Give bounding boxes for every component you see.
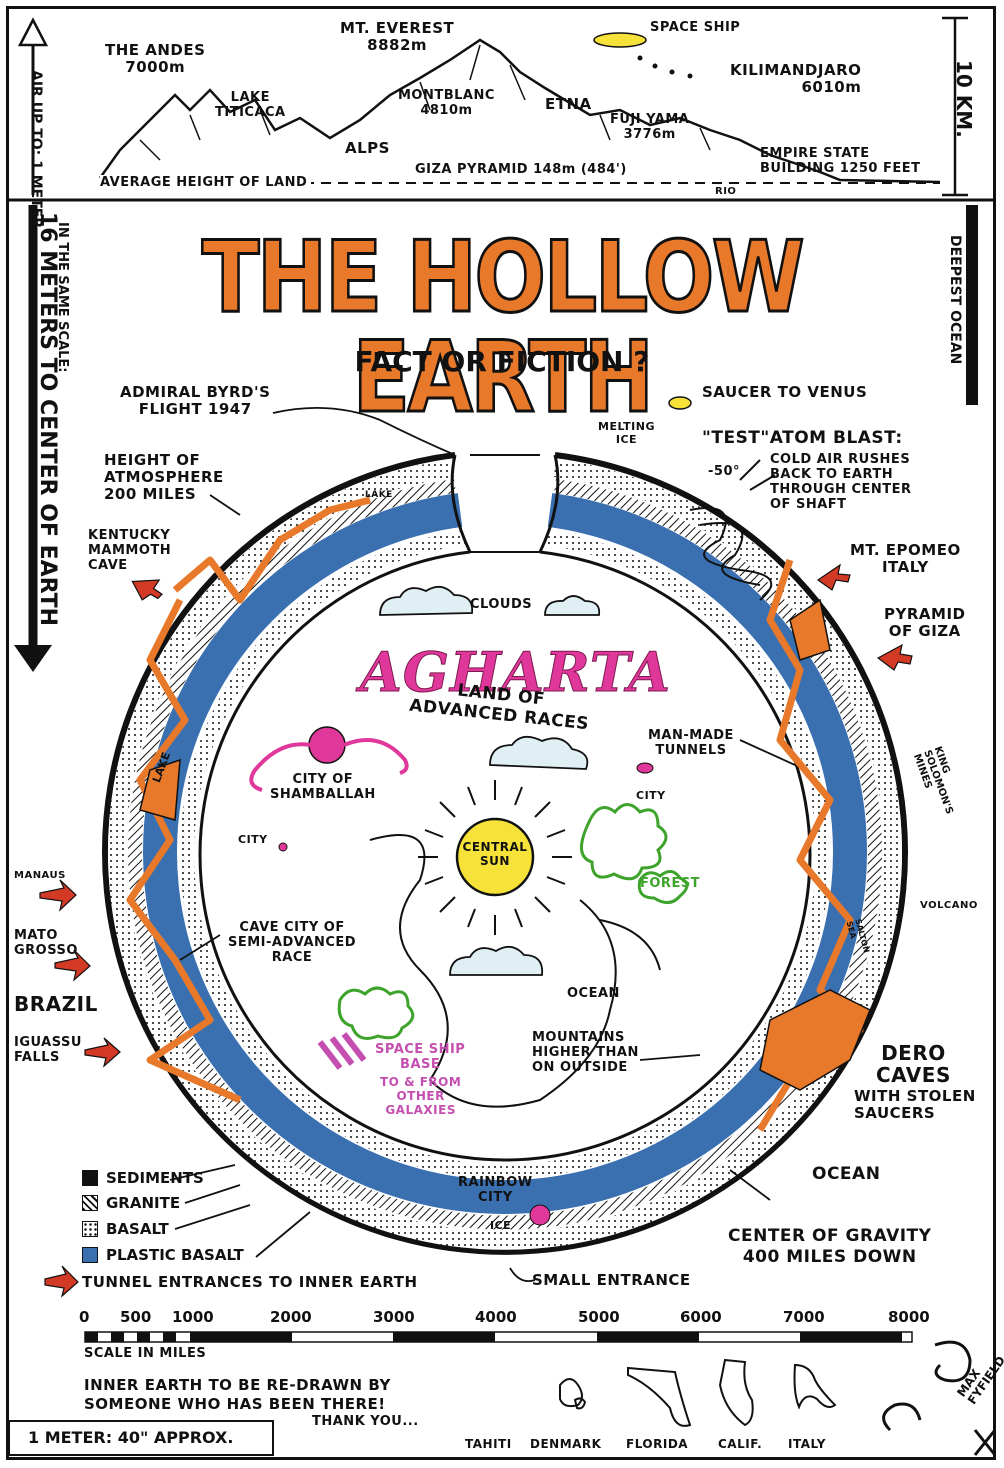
scale-miles-label: SCALE IN MILES <box>84 1346 206 1361</box>
place-italy: ITALY <box>788 1437 826 1452</box>
iguassu-label: IGUASSU FALLS <box>14 1035 82 1065</box>
kilimanjaro-label: KILIMANDJARO 6010m <box>730 62 861 96</box>
spaceship-base-label: SPACE SHIP BASE <box>375 1042 465 1072</box>
place-florida: FLORIDA <box>626 1437 688 1452</box>
mato-grosso-label: MATO GROSSO <box>14 928 78 958</box>
space-ship-shape <box>594 33 646 47</box>
tunnel-entrances-legend: TUNNEL ENTRANCES TO INNER EARTH <box>82 1274 418 1291</box>
giza-label: GIZA PYRAMID 148m (484') <box>415 162 627 177</box>
up-arrow-icon <box>20 20 46 45</box>
small-entrance-label: SMALL ENTRANCE <box>532 1272 691 1289</box>
legend-plastic-basalt: PLASTIC BASALT <box>82 1246 244 1264</box>
outer-ocean-label: OCEAN <box>812 1166 880 1183</box>
cave-city-label: CAVE CITY OF SEMI-ADVANCED RACE <box>228 920 356 965</box>
rainbow-city-label: RAINBOW CITY <box>458 1175 533 1205</box>
redraw-note: INNER EARTH TO BE RE-DRAWN BY SOMEONE WH… <box>84 1376 391 1414</box>
meter-scale-box: 1 METER: 40" APPROX. <box>8 1420 274 1456</box>
forest-label: FOREST <box>640 876 700 891</box>
scale-tick: 0 <box>79 1308 89 1326</box>
deepest-ocean-label: DEEPEST OCEAN <box>947 235 963 364</box>
scale-bar-graphic <box>85 1332 912 1342</box>
everest-label: MT. EVEREST 8882m <box>340 20 454 54</box>
galaxies-label: TO & FROM OTHER GALAXIES <box>380 1075 461 1117</box>
atom-blast-label: "TEST"ATOM BLAST: <box>702 430 903 447</box>
byrd-flight-label: ADMIRAL BYRD'S FLIGHT 1947 <box>120 384 270 418</box>
rio-label: RIO <box>715 184 736 199</box>
center-gravity-label: CENTER OF GRAVITY 400 MILES DOWN <box>728 1226 931 1268</box>
lake-top-label: LAKE <box>365 488 393 503</box>
city-marker-left <box>279 843 287 851</box>
scale-tick: 5000 <box>578 1308 620 1326</box>
city-left-label: CITY <box>238 832 268 847</box>
scale-tick: 4000 <box>475 1308 517 1326</box>
basalt-swatch <box>82 1221 98 1237</box>
ice-label: ICE <box>490 1218 511 1233</box>
central-sun-label: CENTRAL SUN <box>460 840 530 868</box>
scale-tick: 1000 <box>172 1308 214 1326</box>
empire-label: EMPIRE STATE BUILDING 1250 FEET <box>760 146 921 176</box>
clouds-label: CLOUDS <box>470 597 532 612</box>
legend-sediments: SEDIMENTS <box>82 1169 204 1187</box>
legend-granite: GRANITE <box>82 1194 180 1212</box>
city-right-label: CITY <box>636 788 666 803</box>
epomeo-label: MT. EPOMEO ITALY <box>850 542 961 576</box>
inner-ocean-label: OCEAN <box>567 986 620 1001</box>
montblanc-label: MONTBLANC 4810m <box>398 88 495 118</box>
fujiyama-label: FUJI YAMA 3776m <box>610 112 689 142</box>
pyramid-giza-label: PYRAMID OF GIZA <box>884 606 965 640</box>
page-subtitle: FACT OR FICTION ? <box>0 345 1004 378</box>
spaceship-base-bars <box>320 1034 364 1068</box>
andes-label: THE ANDES 7000m <box>105 42 205 76</box>
alps-label: ALPS <box>345 140 390 157</box>
shamballah-label: CITY OF SHAMBALLAH <box>270 772 376 802</box>
ten-km-label: 10 KM. <box>952 60 976 138</box>
rainbow-city-dot <box>530 1205 550 1225</box>
kentucky-cave-label: KENTUCKY MAMMOTH CAVE <box>88 528 171 573</box>
manaus-label: MANAUS <box>14 868 66 883</box>
place-tahiti: TAHITI <box>465 1437 512 1452</box>
atmosphere-label: HEIGHT OF ATMOSPHERE 200 MILES <box>104 452 224 503</box>
volcano-label: VOLCANO <box>920 898 978 913</box>
down-arrow-icon <box>14 645 52 672</box>
spaceship-label: SPACE SHIP <box>650 20 740 35</box>
man-made-tunnels-label: MAN-MADE TUNNELS <box>648 728 734 758</box>
titicaca-label: LAKE TITICACA <box>215 90 286 120</box>
scale-tick: 7000 <box>783 1308 825 1326</box>
place-denmark: DENMARK <box>530 1437 601 1452</box>
saucer-venus-label: SAUCER TO VENUS <box>702 384 867 401</box>
etna-label: ETNA <box>545 96 592 113</box>
mountains-higher-label: MOUNTAINS HIGHER THAN ON OUTSIDE <box>532 1030 639 1075</box>
city-marker-right <box>637 763 653 773</box>
thank-you-label: THANK YOU... <box>312 1414 419 1429</box>
scale-tick: 2000 <box>270 1308 312 1326</box>
scale-tick: 8000 <box>888 1308 930 1326</box>
scale-tick: 3000 <box>373 1308 415 1326</box>
place-california: CALIF. <box>718 1437 762 1452</box>
ship-trail-dots <box>638 56 693 79</box>
sixteen-meters-label: 16 METERS TO CENTER OF EARTH <box>35 212 60 626</box>
air-up-label: AIR UP TO: 1 METER <box>28 70 44 200</box>
brazil-label: BRAZIL <box>14 996 98 1013</box>
scale-tick: 500 <box>120 1308 151 1326</box>
avg-land-label: AVERAGE HEIGHT OF LAND <box>100 175 311 190</box>
plastic-basalt-swatch <box>82 1247 98 1263</box>
melting-ice-label: MELTING ICE <box>598 420 655 446</box>
legend-basalt: BASALT <box>82 1220 169 1238</box>
country-silhouettes <box>560 1360 835 1426</box>
minus-fifty-label: -50° <box>708 464 740 479</box>
sediments-swatch <box>82 1170 98 1186</box>
granite-swatch <box>82 1195 98 1211</box>
cold-air-label: COLD AIR RUSHES BACK TO EARTH THROUGH CE… <box>770 452 912 512</box>
stolen-saucers-label: WITH STOLEN SAUCERS <box>854 1088 976 1122</box>
scale-tick: 6000 <box>680 1308 722 1326</box>
dero-caves-label: DERO CAVES <box>876 1042 951 1086</box>
